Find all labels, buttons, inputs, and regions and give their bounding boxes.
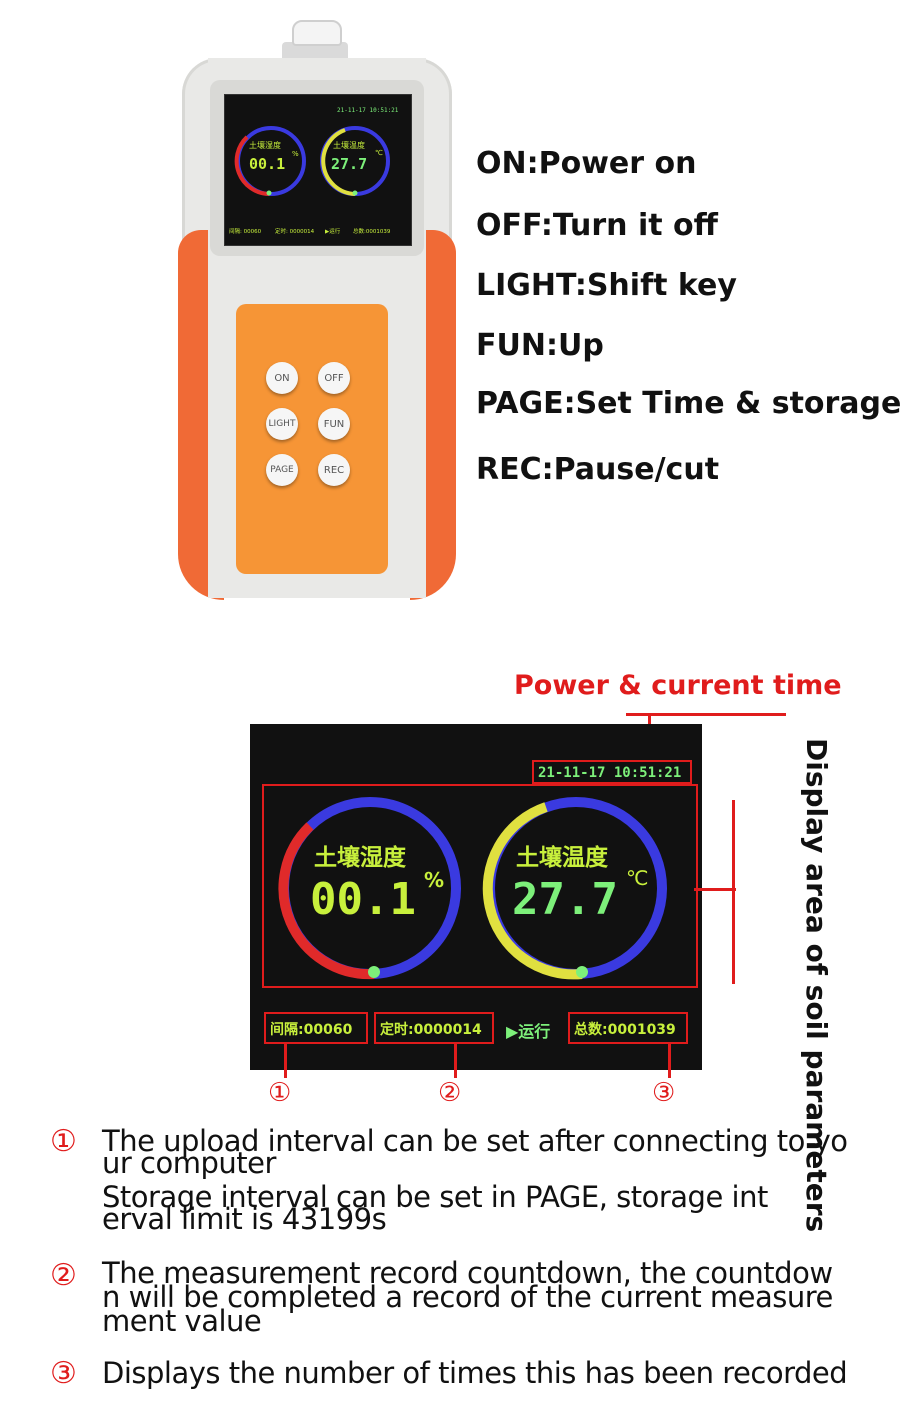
humidity-label: 土壤湿度 [314, 845, 406, 871]
desc-off: OFF:Turn it off [476, 208, 718, 243]
big-timer: 定时:0000014 [380, 1022, 482, 1038]
small-humidity-gauge [234, 126, 306, 196]
fun-key[interactable]: FUN [318, 408, 350, 440]
desc-fun: FUN:Up [476, 328, 604, 363]
note-1: The upload interval can be set after con… [102, 1124, 882, 1236]
display-area-bracket [732, 800, 735, 984]
small-status: ▶运行 [325, 229, 341, 235]
marker-3: ③ [652, 1078, 676, 1108]
small-humidity-unit: % [292, 150, 299, 158]
sensor-cap [292, 20, 342, 46]
small-temperature-gauge [320, 126, 390, 196]
annotation-underline [626, 713, 786, 716]
note-3: Displays the number of times this has be… [102, 1356, 882, 1390]
small-interval: 间隔: 00060 [229, 229, 262, 235]
off-key[interactable]: OFF [318, 362, 350, 394]
timer-box [374, 1012, 494, 1044]
note-2-line-3: ment value [102, 1304, 262, 1338]
big-datetime: 21-11-17 10:51:21 [538, 765, 682, 781]
small-humidity-label: 土壤湿度 [249, 141, 281, 150]
small-temperature-unit: ℃ [375, 149, 383, 157]
rec-key[interactable]: REC [318, 454, 350, 486]
device-screen: 21-11-17 10:51:21 土壤湿度 00.1 % 土壤温度 27.7 … [224, 94, 412, 246]
desc-light: LIGHT:Shift key [476, 268, 737, 303]
big-status: ▶运行 [506, 1022, 551, 1041]
humidity-unit: % [424, 868, 445, 892]
temperature-label: 土壤温度 [516, 845, 608, 871]
small-temperature-label: 土壤温度 [333, 141, 365, 150]
handheld-soil-meter: 21-11-17 10:51:21 土壤湿度 00.1 % 土壤温度 27.7 … [178, 18, 456, 600]
detail-screen: 21-11-17 10:51:21 土壤湿度 00.1 % 土壤温度 27.7 … [250, 724, 702, 1070]
display-area-annotation: Display area of soil parameters [800, 738, 833, 1233]
datetime-box [532, 760, 692, 784]
note-3-line-1: Displays the number of times this has be… [102, 1356, 848, 1390]
on-key[interactable]: ON [266, 362, 298, 394]
desc-on: ON:Power on [476, 146, 697, 181]
note-1-line-3: Storage interval can be set in PAGE, sto… [102, 1180, 768, 1214]
humidity-gauge [278, 797, 461, 980]
power-time-annotation: Power & current time [514, 670, 842, 701]
desc-page: PAGE:Set Time & storage [476, 386, 900, 421]
marker-1-connector [284, 1044, 287, 1078]
marker-2: ② [438, 1078, 462, 1108]
marker-2-connector [454, 1044, 457, 1078]
page-key[interactable]: PAGE [266, 454, 298, 486]
keypad: ON OFF LIGHT FUN PAGE REC [236, 304, 388, 574]
big-interval: 间隔:00060 [270, 1022, 353, 1038]
note-1-line-2: ur computer [102, 1146, 276, 1180]
small-temperature-value: 27.7 [331, 155, 368, 173]
desc-rec: REC:Pause/cut [476, 452, 720, 487]
note-1-line-4: erval limit is 43199s [102, 1202, 387, 1236]
note-2-line-2: n will be completed a record of the curr… [102, 1280, 833, 1314]
note-2-line-1: The measurement record countdown, the co… [102, 1256, 833, 1290]
small-total: 总数:0001039 [353, 229, 391, 235]
note-2-marker: ② [50, 1258, 77, 1293]
temperature-gauge [482, 797, 667, 980]
temperature-value: 27.7 [512, 874, 618, 925]
marker-3-connector [668, 1044, 671, 1078]
note-1-marker: ① [50, 1124, 77, 1159]
small-timer: 定时: 0000014 [275, 229, 315, 235]
temperature-unit: ℃ [626, 866, 649, 890]
interval-box [264, 1012, 368, 1044]
display-area-connector-h [694, 888, 736, 891]
note-2: The measurement record countdown, the co… [102, 1256, 882, 1338]
total-box [568, 1012, 688, 1044]
parameter-box [262, 784, 698, 988]
light-key[interactable]: LIGHT [266, 408, 298, 440]
marker-1: ① [268, 1078, 292, 1108]
note-3-marker: ③ [50, 1356, 77, 1391]
note-1-line-1: The upload interval can be set after con… [102, 1124, 848, 1158]
big-total: 总数:0001039 [574, 1022, 676, 1038]
humidity-value: 00.1 [310, 874, 416, 925]
small-humidity-value: 00.1 [249, 155, 286, 173]
small-datetime: 21-11-17 10:51:21 [337, 107, 399, 114]
